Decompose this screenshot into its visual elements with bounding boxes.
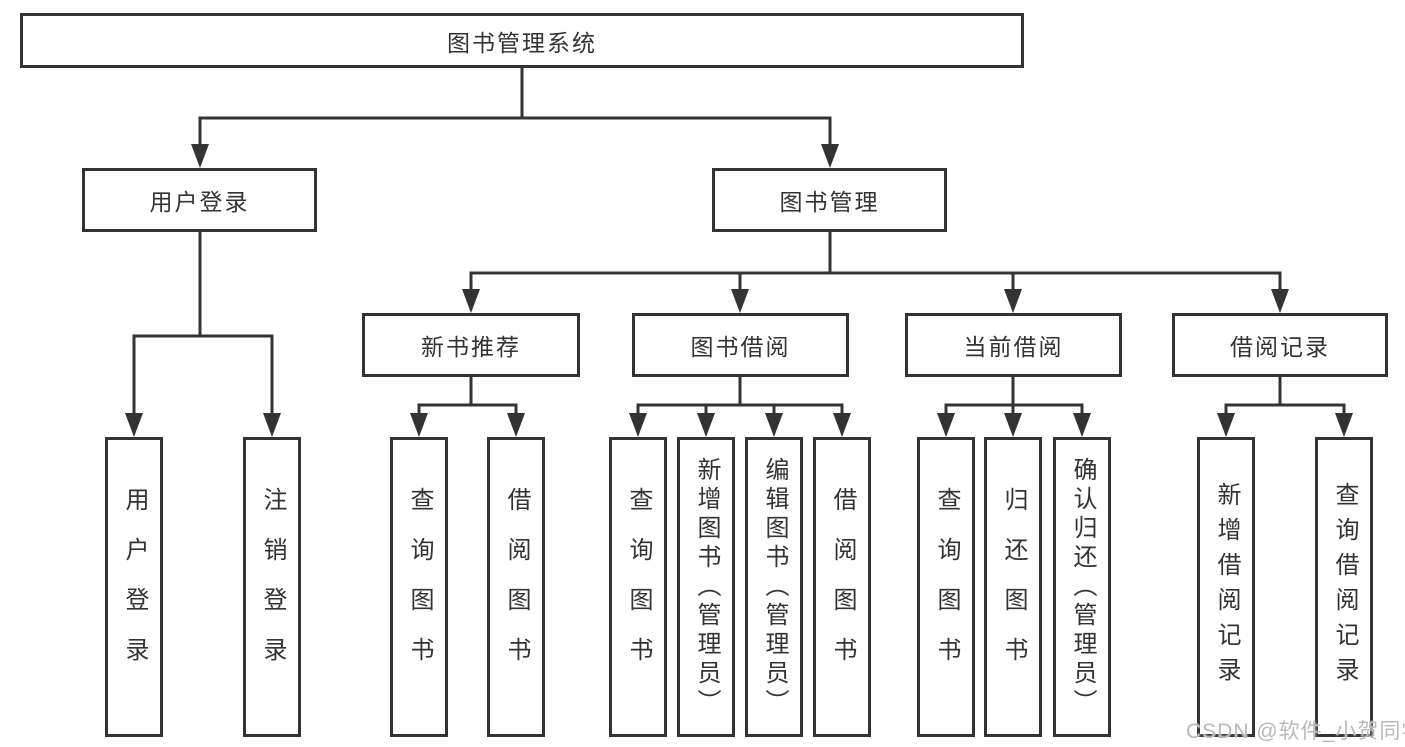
node-label: 图书管理系统 [447, 29, 597, 56]
node-label: 借阅记录 [1230, 334, 1330, 360]
node-label: 图书管理 [779, 189, 880, 215]
leaf-label: 查询图书 [933, 487, 960, 687]
leaf-label: 借阅图书 [503, 487, 530, 687]
leaf-label: 注销登录 [259, 487, 286, 687]
node-user-login: 用户登录 [82, 168, 317, 232]
leaf-logout: 注销登录 [243, 437, 301, 737]
leaf-borrow-books-recommend: 借阅图书 [487, 437, 545, 737]
leaf-label: 用户登录 [121, 487, 148, 687]
node-label: 新书推荐 [421, 334, 521, 360]
node-book-management: 图书管理 [712, 168, 947, 232]
leaf-label: 确认归还（管理员） [1069, 456, 1096, 718]
node-label: 用户登录 [149, 189, 250, 215]
leaf-query-books-borrow: 查询图书 [609, 437, 667, 737]
leaf-label: 查询借阅记录 [1331, 482, 1358, 692]
csdn-watermark: CSDN @软件_小贺同学 [1186, 720, 1405, 743]
leaf-borrow-books: 借阅图书 [813, 437, 871, 737]
leaf-label: 新增借阅记录 [1213, 482, 1240, 692]
leaf-query-books-recommend: 查询图书 [390, 437, 448, 737]
leaf-query-borrow-record: 查询借阅记录 [1315, 437, 1373, 737]
leaf-label: 编辑图书（管理员） [761, 456, 788, 718]
node-current-borrow: 当前借阅 [905, 313, 1122, 377]
node-root-system: 图书管理系统 [20, 13, 1024, 68]
leaf-query-books-current: 查询图书 [917, 437, 975, 737]
node-label: 图书借阅 [690, 334, 791, 360]
node-label: 当前借阅 [963, 334, 1064, 360]
leaf-label: 借阅图书 [829, 487, 856, 687]
node-new-book-recommend: 新书推荐 [362, 313, 580, 377]
leaf-confirm-return-admin: 确认归还（管理员） [1053, 437, 1111, 737]
leaf-edit-books-admin: 编辑图书（管理员） [745, 437, 803, 737]
leaf-add-books-admin: 新增图书（管理员） [677, 437, 735, 737]
leaf-user-login: 用户登录 [105, 437, 163, 737]
leaf-label: 新增图书（管理员） [693, 456, 720, 718]
node-book-borrow: 图书借阅 [632, 313, 849, 377]
leaf-label: 查询图书 [625, 487, 652, 687]
node-borrow-records: 借阅记录 [1172, 313, 1388, 377]
leaf-return-books: 归还图书 [984, 437, 1042, 737]
leaf-label: 归还图书 [1000, 487, 1027, 687]
leaf-add-borrow-record: 新增借阅记录 [1197, 437, 1255, 737]
leaf-label: 查询图书 [406, 487, 433, 687]
